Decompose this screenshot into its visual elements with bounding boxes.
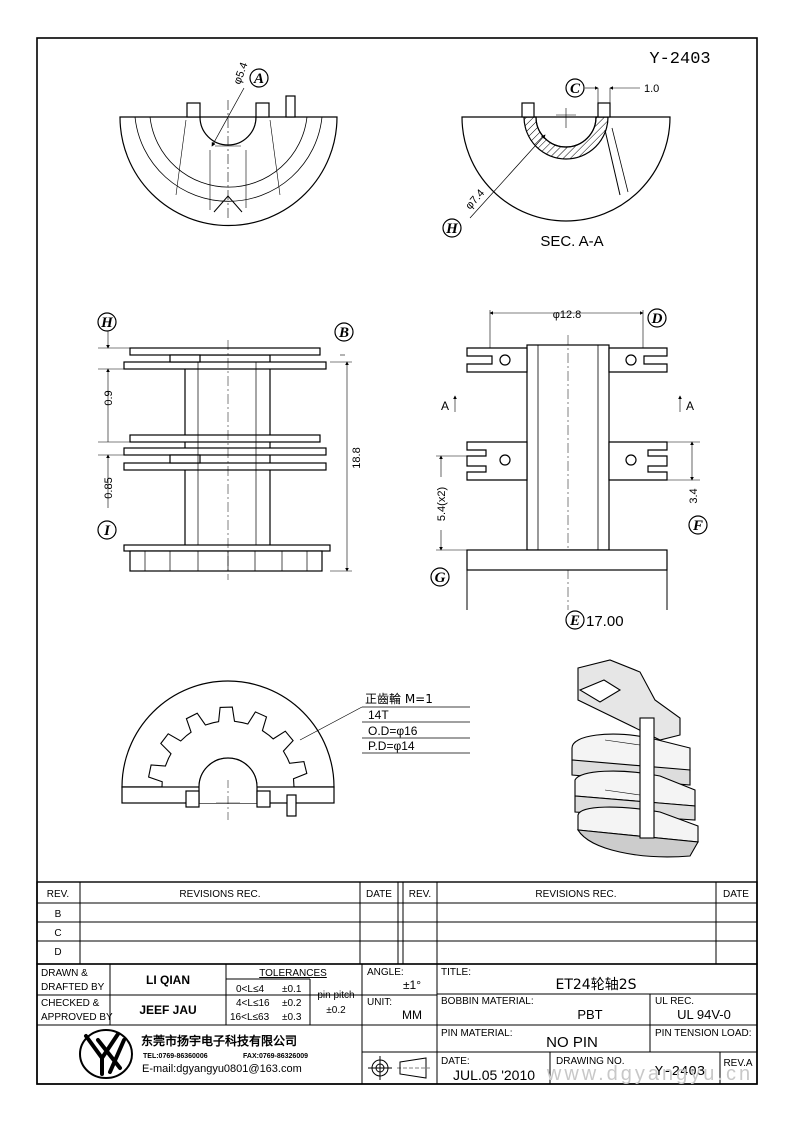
side-view-dims — [98, 330, 352, 572]
gear-note-title: 正齒輪 M=1 — [365, 691, 433, 706]
drawn-label-2: DRAFTED BY — [41, 982, 105, 993]
dim-phi-7-4: φ7.4 — [463, 187, 487, 212]
date-label: DATE: — [441, 1056, 470, 1067]
company-email: E-mail:dgyangyu0801@163.com — [142, 1063, 302, 1075]
bobbin-label: BOBBIN MATERIAL: — [441, 996, 534, 1007]
checked-name: JEEF JAU — [139, 1003, 196, 1017]
checked-label-2: APPROVED BY — [41, 1012, 113, 1023]
dim-5-4-x2: 5.4(x2) — [436, 487, 448, 521]
checked-label-1: CHECKED & — [41, 998, 100, 1009]
label-e: E — [569, 613, 580, 629]
watermark: www.dgyangyu.cn — [546, 1063, 753, 1085]
unit-label: UNIT: — [367, 997, 392, 1008]
projection-symbol — [368, 1056, 430, 1080]
pin-material-val: NO PIN — [546, 1034, 598, 1051]
pin-material-label: PIN MATERIAL: — [441, 1028, 513, 1039]
section-mark-left: A — [441, 399, 449, 413]
label-i: I — [103, 523, 111, 539]
section-view — [461, 86, 671, 222]
pin-pitch-label: pin pitch — [317, 990, 354, 1001]
label-h-top: H — [445, 221, 459, 237]
unit-val: MM — [402, 1008, 422, 1022]
ul-label: UL REC. — [655, 996, 694, 1007]
rev-header-left: REV. — [47, 889, 69, 900]
label-a-circle — [249, 68, 269, 88]
top-view — [119, 87, 338, 227]
dim-1-0: 1.0 — [644, 83, 659, 95]
company-logo — [79, 1029, 133, 1079]
dim-18-8: 18.8 — [351, 447, 363, 468]
company-tel: TEL:0769-86360006 — [143, 1053, 208, 1060]
label-d: D — [651, 311, 663, 327]
gear-note-leader — [299, 706, 470, 754]
label-a: A — [253, 71, 264, 87]
angle-label: ANGLE: — [367, 967, 404, 978]
dim-phi-12-8: φ12.8 — [553, 309, 582, 321]
isometric-view — [571, 659, 699, 858]
drawing-number-top: Y-2403 — [649, 50, 710, 69]
label-h-circle-side — [97, 312, 117, 332]
dim-phi-5-4: φ5.4 — [232, 61, 251, 86]
tol-1-range: 0<L≤4 — [236, 984, 264, 995]
date-header-left: DATE — [366, 889, 392, 900]
rev-a-label: REV.A — [723, 1058, 752, 1069]
rec-header-left: REVISIONS REC. — [179, 889, 260, 900]
angle-val: ±1° — [403, 978, 421, 992]
label-h-side: H — [100, 315, 114, 331]
label-f-circle — [688, 515, 708, 535]
revisions-table — [36, 881, 758, 965]
title-block-grid — [36, 963, 758, 1085]
dim-0-9: 0.9 — [103, 390, 115, 405]
section-label: SEC. A-A — [540, 233, 603, 250]
label-f: F — [692, 518, 703, 534]
pin-pitch-val: ±0.2 — [326, 1005, 346, 1016]
ul-val: UL 94V-0 — [677, 1007, 731, 1022]
rec-header-right: REVISIONS REC. — [535, 889, 616, 900]
label-c: C — [570, 81, 581, 97]
title-label: TITLE: — [441, 967, 471, 978]
label-g: G — [435, 570, 446, 586]
company-fax: FAX:0769-86326009 — [243, 1053, 308, 1060]
drawn-label-1: DRAWN & — [41, 968, 88, 979]
drawing-no-label: DRAWING NO. — [556, 1056, 625, 1067]
dim-3-4: 3.4 — [688, 488, 700, 503]
tol-3-range: 16<L≤63 — [230, 1012, 270, 1023]
tolerances-title: TOLERANCES — [259, 968, 327, 979]
rev-row-d: D — [54, 947, 61, 958]
label-e-circle — [565, 610, 585, 630]
label-h-circle-top — [442, 218, 462, 238]
side-view — [123, 340, 331, 580]
company-name: 东莞市扬宇电子科技有限公司 — [141, 1033, 297, 1048]
label-d-circle — [647, 308, 667, 328]
drawing-no-val: Y-2403 — [655, 1064, 705, 1080]
tol-2-range: 4<L≤16 — [236, 998, 270, 1009]
rev-row-c: C — [54, 928, 61, 939]
pin-tension-label: PIN TENSION LOAD: — [655, 1028, 752, 1039]
gear-note-pd: P.D=φ14 — [368, 739, 415, 753]
date-header-right: DATE — [723, 889, 749, 900]
date-val: JUL.05 '2010 — [453, 1067, 535, 1083]
gear-view — [121, 680, 335, 820]
bobbin-val: PBT — [577, 1007, 602, 1022]
gear-note-teeth: 14T — [368, 708, 389, 722]
dim-17-00: 17.00 — [586, 613, 624, 630]
front-view-dims — [436, 310, 700, 551]
label-b-circle — [334, 322, 354, 342]
title-val: ET24轮轴2S — [555, 977, 636, 993]
gear-note-od: O.D=φ16 — [368, 724, 418, 738]
tol-3-val: ±0.3 — [282, 1012, 302, 1023]
tol-1-val: ±0.1 — [282, 984, 302, 995]
rev-header-right: REV. — [409, 889, 431, 900]
tol-2-val: ±0.2 — [282, 998, 302, 1009]
label-i-circle — [97, 520, 117, 540]
front-view — [466, 335, 668, 610]
drawn-name: LI QIAN — [146, 973, 190, 987]
label-g-circle — [430, 567, 450, 587]
label-c-circle — [565, 78, 585, 98]
rev-row-b: B — [55, 909, 62, 920]
label-b: B — [338, 325, 349, 341]
section-mark-right: A — [686, 399, 694, 413]
dim-0-85: 0.85 — [103, 477, 115, 498]
